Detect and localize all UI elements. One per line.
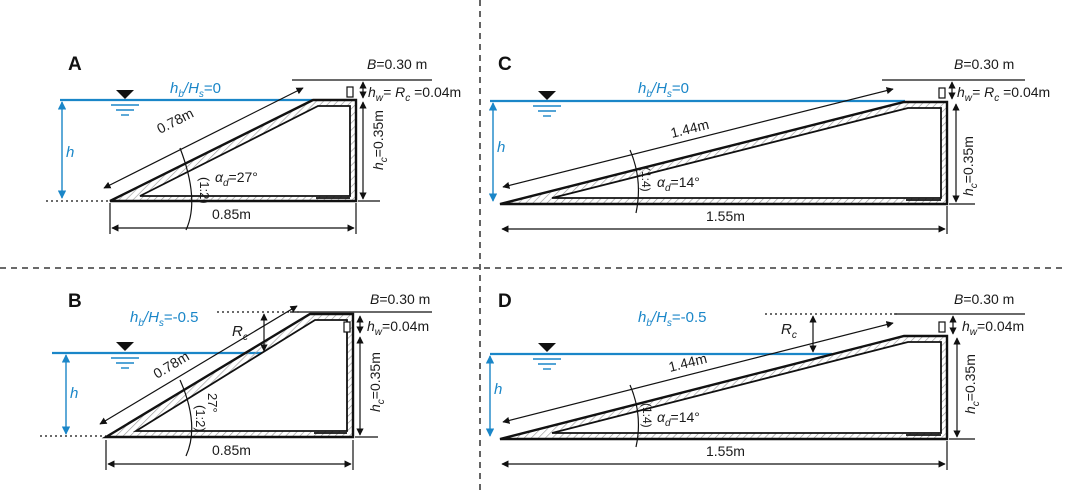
crest-width-label: B=0.30 m — [954, 291, 1014, 307]
base-length-label: 0.85m — [212, 206, 251, 222]
ratio-label: hb/Hs=-0.5 — [130, 309, 199, 329]
slope-ratio-label: (1:2) — [197, 177, 212, 204]
crest-width-label: B=0.30 m — [367, 56, 427, 72]
water-level-icon — [116, 342, 134, 351]
panel-b: B hb/Hs=-0.5 h 0.78m 27° (1:2) 0.85m Rc … — [40, 291, 432, 470]
panel-a: A hb/Hs=0 h 0.78m (1:2) αd=27° 0.85m B=0… — [46, 54, 461, 234]
angle-label: αd=14° — [657, 174, 700, 194]
water-depth-label: h — [70, 385, 78, 402]
water-depth-label: h — [497, 139, 505, 156]
slope-length-label: 1.44m — [669, 116, 711, 141]
slope-ratio-label: (1:2) — [193, 405, 208, 432]
angle-label: αd=14° — [657, 409, 700, 429]
panel-label: D — [498, 291, 512, 312]
water-level-icon — [538, 91, 556, 100]
ratio-label: hb/Hs=-0.5 — [638, 309, 707, 329]
base-length-label: 1.55m — [706, 443, 745, 459]
water-depth-label: h — [494, 381, 502, 398]
panel-label: B — [68, 291, 82, 312]
crest-freeboard-label: Rc — [232, 323, 248, 343]
slope-ratio-label: (1:4) — [639, 167, 653, 192]
slope-length-label: 0.78m — [154, 105, 196, 137]
crest-height-label: hc=0.35m — [370, 110, 390, 170]
crest-height-label: hc=0.35m — [962, 354, 982, 414]
panel-label: C — [498, 54, 512, 75]
base-length-label: 0.85m — [212, 442, 251, 458]
freeboard-label: hw=0.04m — [367, 318, 429, 338]
crest-height-label: hc=0.35m — [960, 136, 980, 196]
crest-freeboard-label: Rc — [781, 321, 797, 341]
panel-d: D hb/Hs=-0.5 h 1.44m (1:4) αd=14° 1.55m … — [485, 291, 1025, 470]
crest-width-label: B=0.30 m — [954, 56, 1014, 72]
panel-c: C hb/Hs=0 h 1.44m (1:4) αd=14° 1.55m B=0… — [488, 54, 1050, 234]
slope-ratio-label: (1:4) — [640, 403, 654, 428]
panel-label: A — [68, 54, 82, 75]
freeboard-label: hw= Rc =0.04m — [368, 84, 461, 104]
water-level-icon — [538, 343, 556, 352]
water-level-icon — [116, 90, 134, 99]
freeboard-label: hw=0.04m — [962, 318, 1024, 338]
crest-height-label: hc=0.35m — [367, 352, 387, 412]
angle-label: 27° — [205, 393, 220, 413]
ratio-label: hb/Hs=0 — [638, 80, 689, 100]
freeboard-label: hw= Rc =0.04m — [957, 84, 1050, 104]
base-length-label: 1.55m — [706, 208, 745, 224]
crest-width-label: B=0.30 m — [370, 291, 430, 307]
angle-label: αd=27° — [215, 169, 258, 189]
ratio-label: hb/Hs=0 — [170, 80, 221, 100]
water-depth-label: h — [66, 144, 74, 161]
